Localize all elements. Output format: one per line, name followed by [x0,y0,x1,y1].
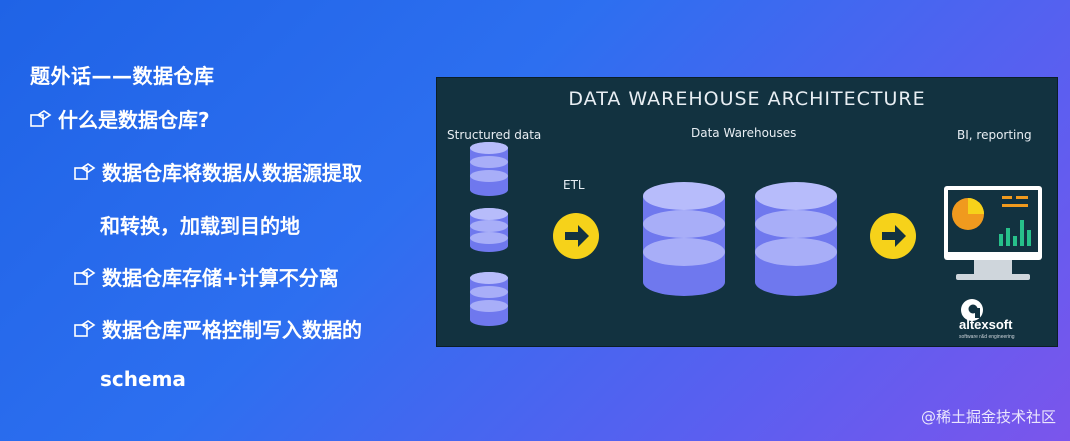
question-text: 什么是数据仓库? [58,108,210,132]
storage-text: 数据仓库存储+计算不分离 [102,266,339,290]
schema-text-line1: 数据仓库严格控制写入数据的 [102,318,362,342]
bullet-question: 什么是数据仓库? [30,104,210,133]
bi-dashboard-monitor-icon [944,186,1042,280]
small-database-icon [470,272,508,326]
altexsoft-logo-icon [961,299,983,321]
watermark: @稀土掘金技术社区 [920,408,1056,426]
bullet-icon [74,267,96,285]
altexsoft-tagline: software r&d engineering [959,334,1015,340]
small-database-icon [470,142,508,196]
bullet-icon [74,319,96,337]
bullet-schema: 数据仓库严格控制写入数据的 [74,314,362,343]
architecture-diagram: DATA WAREHOUSE ARCHITECTURE Structured d… [436,77,1058,347]
bullet-etl: 数据仓库将数据从数据源提取 [74,157,362,186]
bullet-storage: 数据仓库存储+计算不分离 [74,262,339,291]
data-warehouse-icon [755,182,837,296]
diagram-graphics: altexsoft software r&d engineering [470,142,1042,340]
etl-text-line1: 数据仓库将数据从数据源提取 [102,161,362,185]
diagram-title: DATA WAREHOUSE ARCHITECTURE [568,88,926,110]
bi-reporting-label: BI, reporting [957,128,1032,142]
etl-arrow-icon [553,213,599,259]
bullet-icon [74,162,96,180]
data-warehouse-icon [643,182,725,296]
etl-label: ETL [563,178,585,192]
small-database-icon [470,208,508,252]
schema-text-line2: schema [100,367,186,391]
altexsoft-brand-text: altexsoft [959,317,1013,332]
structured-data-label: Structured data [447,128,542,142]
bi-arrow-icon [870,213,916,259]
data-warehouses-label: Data Warehouses [691,126,797,140]
bullet-icon [30,109,52,127]
etl-text-line2: 和转换，加载到目的地 [100,214,300,238]
slide-title: 题外话——数据仓库 [30,64,215,88]
